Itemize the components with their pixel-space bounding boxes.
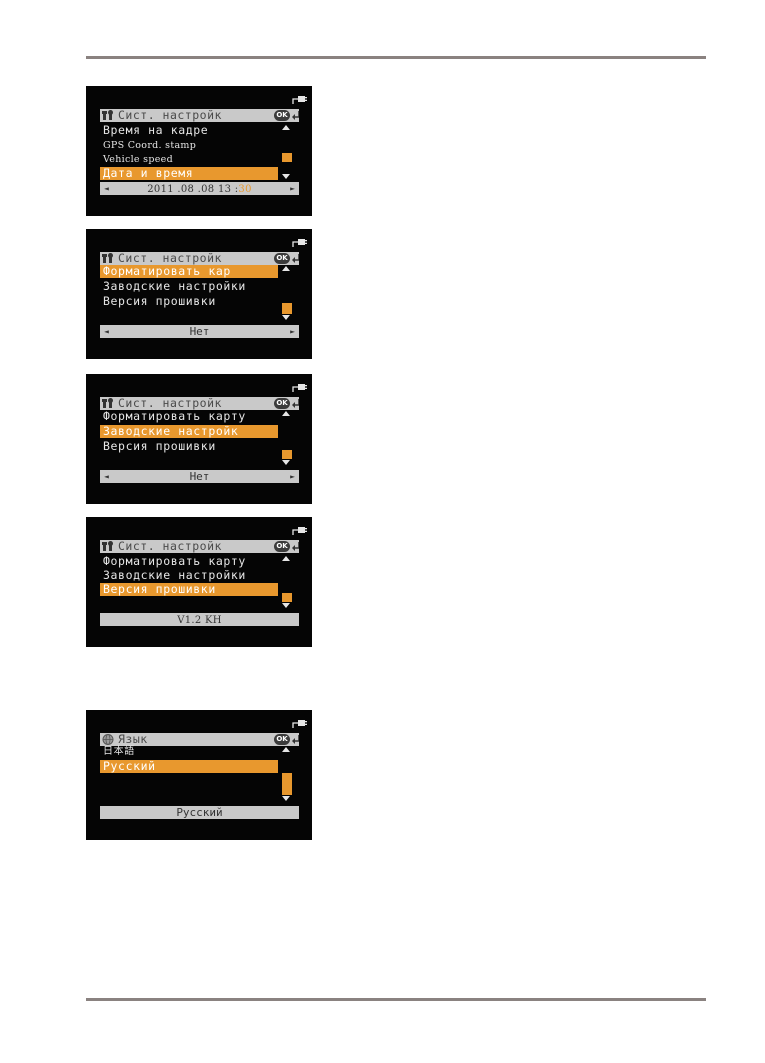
menu-item-date-time[interactable]: Дата и время (100, 167, 278, 180)
scroll-down-icon[interactable] (282, 174, 290, 179)
menu-title-bar: Сист. настройк OK (100, 252, 299, 265)
scroll-thumb[interactable] (282, 153, 292, 162)
back-arrow-icon[interactable] (291, 541, 299, 552)
wrench-icon (102, 541, 113, 551)
scroll-up-icon[interactable] (282, 411, 290, 416)
power-plug-icon (292, 384, 307, 392)
ok-badge: OK (274, 253, 290, 264)
wrench-icon (102, 398, 113, 408)
scroll-thumb[interactable] (282, 303, 292, 314)
scroll-thumb[interactable] (282, 773, 292, 795)
left-arrow-icon[interactable]: ◄ (104, 184, 109, 193)
power-plug-icon (292, 96, 307, 104)
ok-badge: OK (274, 541, 290, 552)
menu-item-format-card[interactable]: Форматировать кар (100, 265, 278, 278)
menu-title-bar: Сист. настройк OK (100, 397, 299, 410)
device-screen-date-time: Сист. настройк OK Время на кадре GPS Coo… (86, 86, 312, 216)
menu-item-factory-reset[interactable]: Заводские настройки (103, 569, 246, 582)
left-arrow-icon[interactable]: ◄ (104, 472, 109, 481)
menu-title-bar: Язык OK (100, 733, 299, 746)
back-arrow-icon[interactable] (291, 253, 299, 264)
right-arrow-icon[interactable]: ► (290, 327, 295, 336)
device-screen-language: Язык OK 日本語 Русский Русский (86, 710, 312, 840)
menu-item-time-stamp[interactable]: Время на кадре (103, 124, 209, 137)
date-value: 2011 .08 .08 13 : (147, 184, 239, 195)
menu-item-factory-reset[interactable]: Заводские настройки (103, 280, 246, 293)
device-screen-format-card: Сист. настройк OK Форматировать кар Заво… (86, 229, 312, 359)
power-plug-icon (292, 527, 307, 535)
menu-title-bar: Сист. настройк OK (100, 540, 299, 553)
menu-item-format-card[interactable]: Форматировать карту (103, 410, 246, 423)
menu-item-firmware-version[interactable]: Версия прошивки (100, 583, 278, 596)
back-arrow-icon[interactable] (291, 110, 299, 121)
power-plug-icon (292, 720, 307, 728)
scroll-down-icon[interactable] (282, 603, 290, 608)
power-plug-icon (292, 239, 307, 247)
menu-item-vehicle-speed[interactable]: Vehicle speed (103, 154, 173, 165)
menu-item-gps-stamp[interactable]: GPS Coord. stamp (103, 140, 197, 151)
scroll-up-icon[interactable] (282, 125, 290, 130)
minutes-value: 30 (238, 184, 252, 195)
menu-item-russian[interactable]: Русский (100, 760, 278, 773)
ok-badge: OK (274, 398, 290, 409)
scroll-down-icon[interactable] (282, 460, 290, 465)
wrench-icon (102, 110, 113, 120)
ok-badge: OK (274, 110, 290, 121)
globe-icon (102, 734, 114, 745)
date-time-value-bar[interactable]: ◄ 2011 .08 .08 13 :30 ► (100, 182, 299, 195)
menu-title: Язык (118, 733, 148, 746)
menu-title-bar: Сист. настройк OK (100, 109, 299, 122)
bottom-rule (86, 998, 706, 1001)
back-arrow-icon[interactable] (291, 398, 299, 409)
menu-title: Сист. настройк (118, 540, 222, 553)
menu-item-japanese[interactable]: 日本語 (103, 746, 135, 757)
option-value-bar[interactable]: ◄ Нет ► (100, 325, 299, 338)
top-rule (86, 56, 706, 59)
menu-item-factory-reset[interactable]: Заводские настройк (100, 425, 278, 438)
option-value: Нет (189, 325, 210, 338)
option-value-bar[interactable]: ◄ Нет ► (100, 470, 299, 483)
firmware-value-bar: V1.2 KH (100, 613, 299, 626)
right-arrow-icon[interactable]: ► (290, 472, 295, 481)
scroll-up-icon[interactable] (282, 556, 290, 561)
device-screen-factory-reset: Сист. настройк OK Форматировать карту За… (86, 374, 312, 504)
ok-badge: OK (274, 734, 290, 745)
scroll-down-icon[interactable] (282, 315, 290, 320)
left-arrow-icon[interactable]: ◄ (104, 327, 109, 336)
scroll-thumb[interactable] (282, 450, 292, 459)
scroll-down-icon[interactable] (282, 796, 290, 801)
wrench-icon (102, 253, 113, 263)
menu-title: Сист. настройк (118, 397, 222, 410)
option-value: Нет (189, 470, 210, 483)
menu-item-firmware-version[interactable]: Версия прошивки (103, 295, 216, 308)
language-value: Русский (176, 806, 223, 819)
scroll-up-icon[interactable] (282, 747, 290, 752)
device-screen-firmware-version: Сист. настройк OK Форматировать карту За… (86, 517, 312, 647)
menu-title: Сист. настройк (118, 109, 222, 122)
firmware-version-value: V1.2 KH (177, 615, 222, 626)
menu-item-format-card[interactable]: Форматировать карту (103, 555, 246, 568)
back-arrow-icon[interactable] (291, 734, 299, 745)
right-arrow-icon[interactable]: ► (290, 184, 295, 193)
scroll-up-icon[interactable] (282, 266, 290, 271)
scroll-thumb[interactable] (282, 593, 292, 602)
language-value-bar[interactable]: Русский (100, 806, 299, 819)
menu-item-firmware-version[interactable]: Версия прошивки (103, 440, 216, 453)
menu-title: Сист. настройк (118, 252, 222, 265)
